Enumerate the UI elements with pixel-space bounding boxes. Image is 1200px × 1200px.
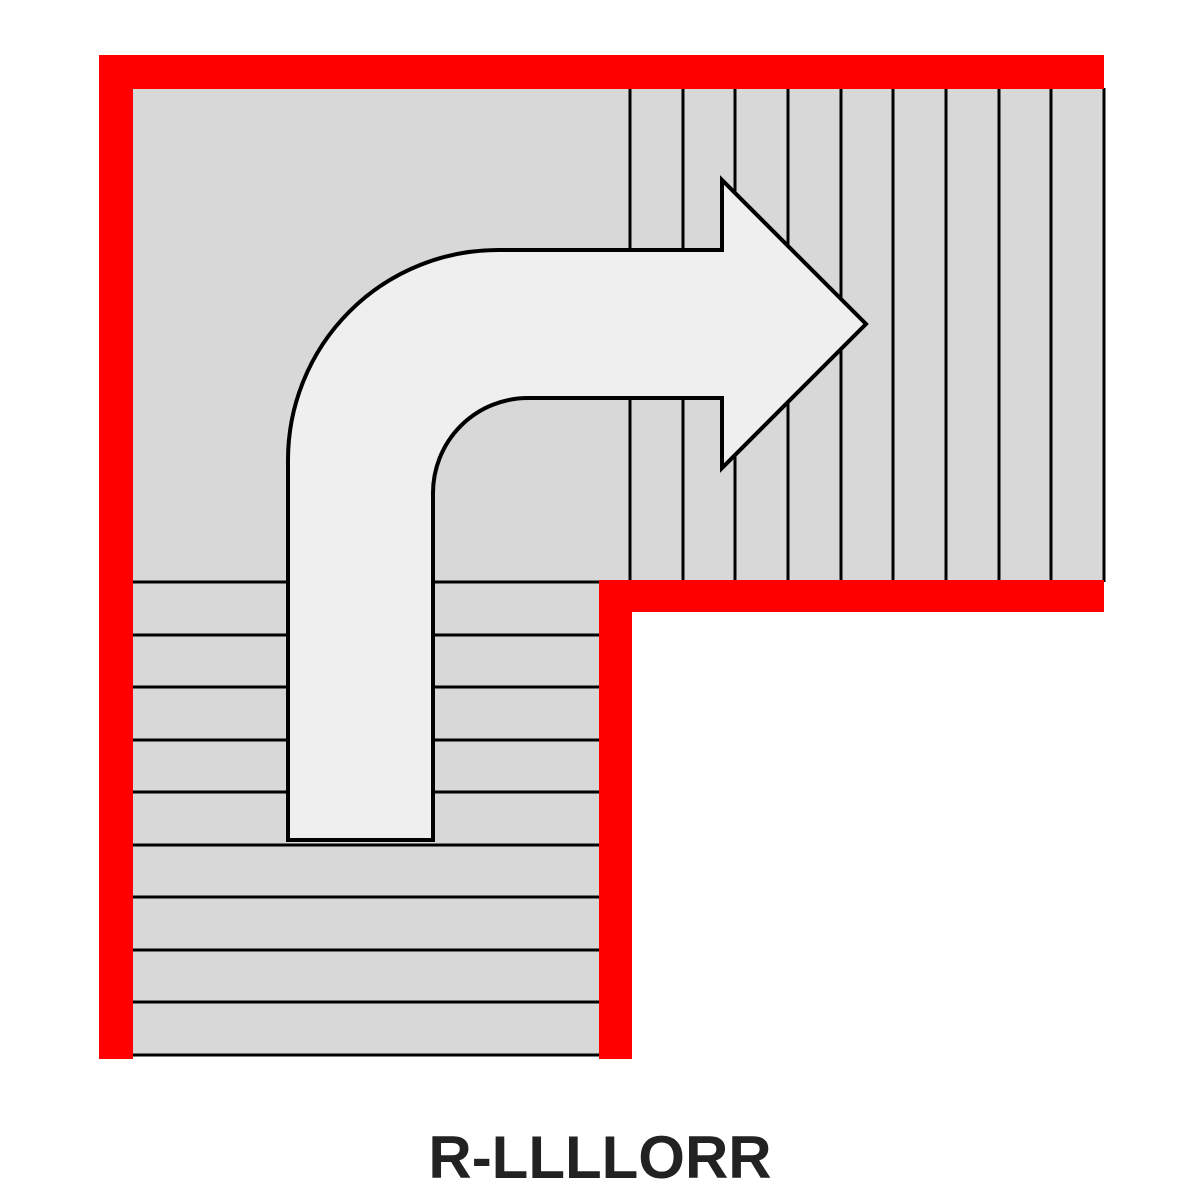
wall-top bbox=[99, 55, 1104, 89]
wall-inner-vertical bbox=[599, 580, 632, 1059]
lower-flight-treads bbox=[130, 580, 600, 1057]
stair-walls bbox=[99, 55, 1104, 1059]
stair-type-label: R-LLLLORR bbox=[428, 1124, 772, 1191]
wall-inner-horizontal bbox=[599, 580, 1104, 612]
wall-left bbox=[99, 55, 133, 1059]
direction-arrow bbox=[286, 175, 869, 842]
